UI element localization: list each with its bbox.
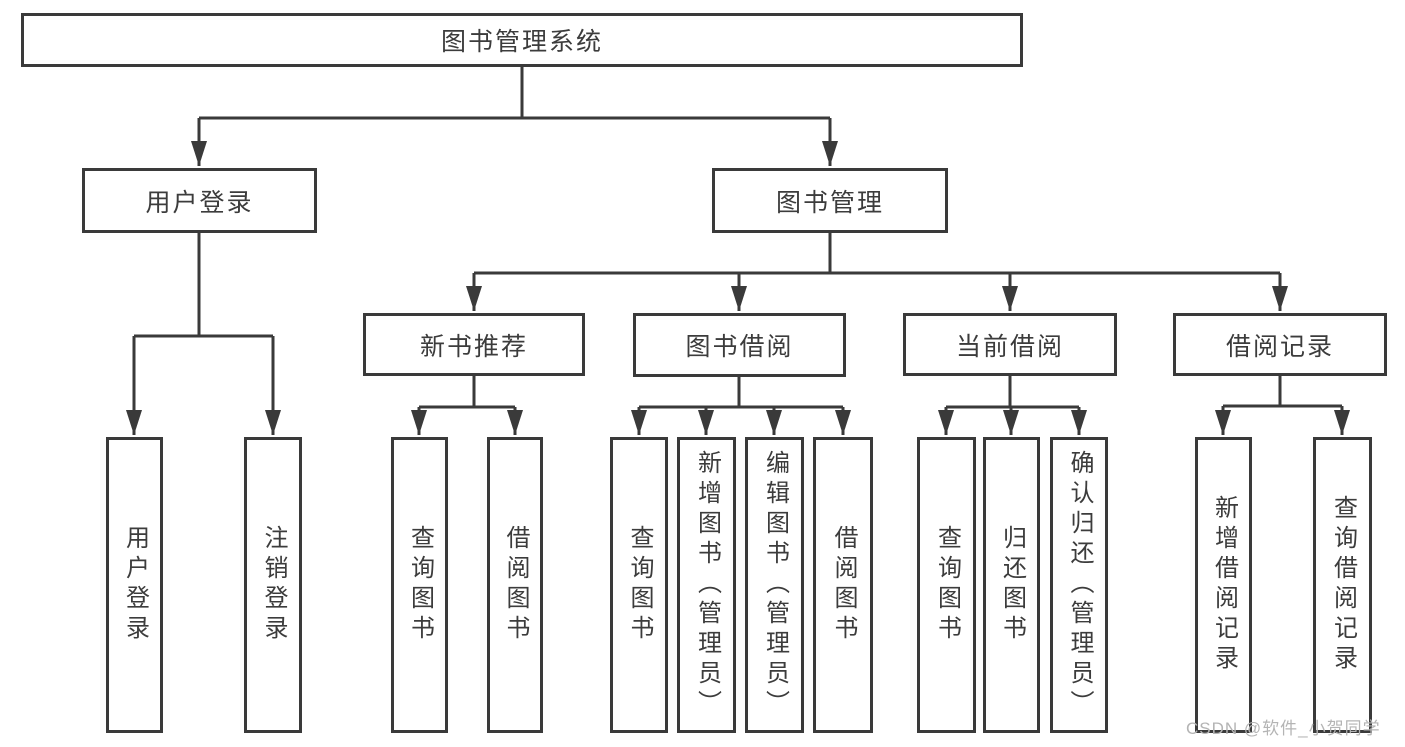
node-root-system: 图书管理系统	[21, 13, 1023, 67]
node-leaf-query-books-3: 查询图书	[917, 437, 976, 733]
watermark: CSDN @软件_小贺同学	[1186, 719, 1381, 738]
node-leaf-confirm-return-admin: 确认归还（管理员）	[1050, 437, 1108, 733]
node-book-management: 图书管理	[712, 168, 948, 233]
node-leaf-borrow-books-2: 借阅图书	[813, 437, 873, 733]
node-leaf-edit-books-admin: 编辑图书（管理员）	[745, 437, 804, 733]
node-current-borrow: 当前借阅	[903, 313, 1117, 376]
node-user-login: 用户登录	[82, 168, 317, 233]
node-leaf-return-books: 归还图书	[983, 437, 1040, 733]
node-leaf-add-borrow-record: 新增借阅记录	[1195, 437, 1252, 733]
node-leaf-query-borrow-record: 查询借阅记录	[1313, 437, 1372, 733]
node-leaf-query-books-1: 查询图书	[391, 437, 448, 733]
node-new-book-recommend: 新书推荐	[363, 313, 585, 376]
node-leaf-logout: 注销登录	[244, 437, 302, 733]
node-leaf-user-login: 用户登录	[106, 437, 163, 733]
node-borrow-records: 借阅记录	[1173, 313, 1387, 376]
node-leaf-query-books-2: 查询图书	[610, 437, 668, 733]
node-book-borrow: 图书借阅	[633, 313, 846, 377]
node-leaf-add-books-admin: 新增图书（管理员）	[677, 437, 736, 733]
node-leaf-borrow-books-1: 借阅图书	[487, 437, 543, 733]
